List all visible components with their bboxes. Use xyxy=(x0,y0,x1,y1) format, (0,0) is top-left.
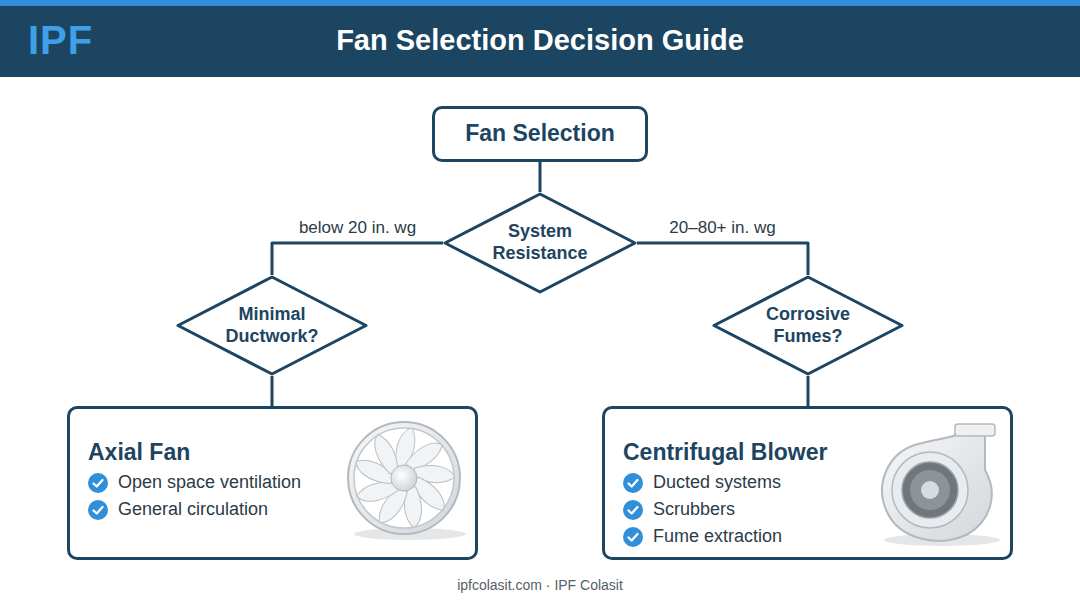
connector-line xyxy=(807,376,810,406)
node-label: Fan Selection xyxy=(465,120,615,148)
edge-label: 20–80+ in. wg xyxy=(665,218,779,238)
header-stripe xyxy=(0,0,1080,6)
start-box: Fan Selection xyxy=(432,106,648,162)
axial-fan-picture xyxy=(348,422,466,540)
footer-caption: ipfcolasit.com · IPF Colasit xyxy=(0,577,1080,593)
edge-label: below 20 in. wg xyxy=(295,218,420,238)
result-box: Axial FanOpen space ventilationGeneral c… xyxy=(67,406,478,560)
node-label: Minimal Ductwork? xyxy=(216,304,328,347)
list-item: Open space ventilation xyxy=(88,472,459,493)
item-text: General circulation xyxy=(118,499,268,520)
list-item: Scrubbers xyxy=(623,499,994,520)
connector-line xyxy=(539,162,542,192)
list-item: Ducted systems xyxy=(623,472,994,493)
logo-text: IPF xyxy=(28,18,93,63)
decision-diamond: Corrosive Fumes? xyxy=(712,275,904,376)
node-label: System Resistance xyxy=(484,221,596,264)
check-icon xyxy=(623,500,643,520)
list-item: General circulation xyxy=(88,499,459,520)
check-icon xyxy=(88,500,108,520)
box-heading: Axial Fan xyxy=(88,439,459,466)
box-heading: Centrifugal Blower xyxy=(623,439,994,466)
node-label: Corrosive Fumes? xyxy=(752,304,864,347)
item-text: Ducted systems xyxy=(653,472,781,493)
check-icon xyxy=(623,473,643,493)
decision-diamond: System Resistance xyxy=(443,192,637,294)
connector-line xyxy=(271,376,274,406)
item-text: Fume extraction xyxy=(653,526,782,547)
item-text: Scrubbers xyxy=(653,499,735,520)
item-text: Open space ventilation xyxy=(118,472,301,493)
check-icon xyxy=(623,527,643,547)
connector-line xyxy=(272,243,443,275)
result-box: Centrifugal BlowerDucted systemsScrubber… xyxy=(602,406,1013,560)
connector-line xyxy=(637,243,808,275)
list-item: Fume extraction xyxy=(623,526,994,547)
decision-diamond: Minimal Ductwork? xyxy=(176,275,368,376)
page-title: Fan Selection Decision Guide xyxy=(0,24,1080,57)
centrifugal-blower-picture xyxy=(882,424,1000,546)
check-icon xyxy=(88,473,108,493)
